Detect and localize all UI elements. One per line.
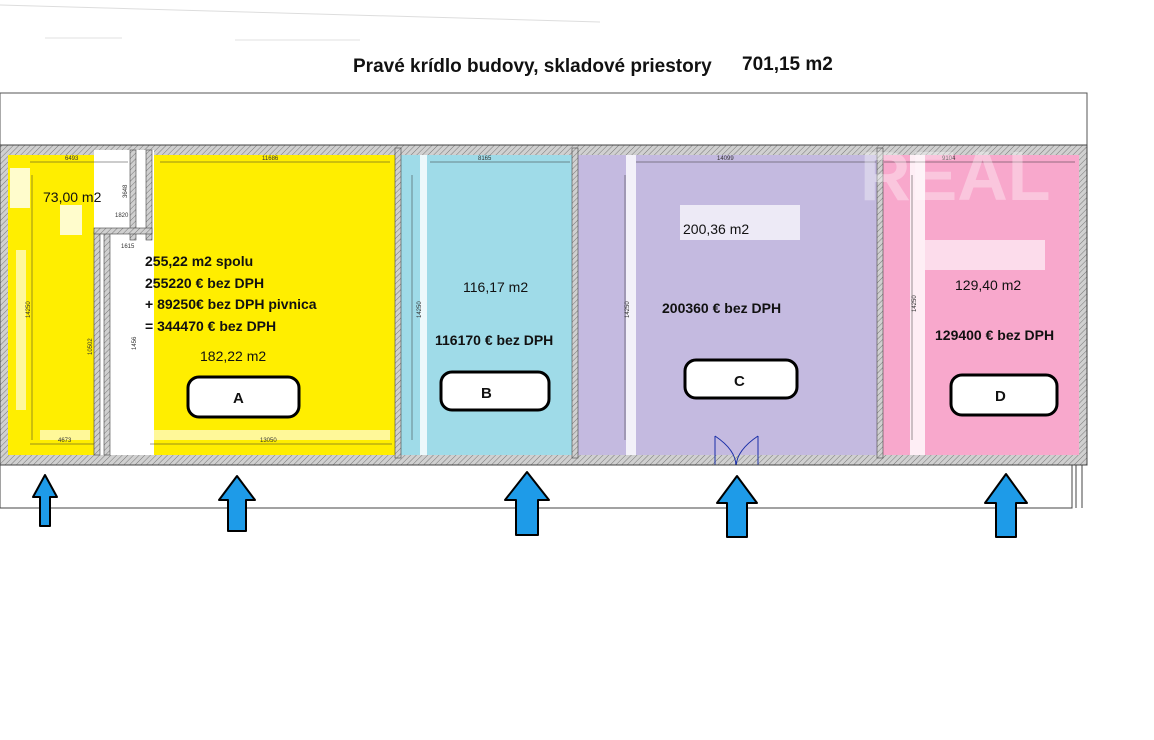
unit-a-speckle (150, 430, 390, 440)
dim-a-inner-height: 10502 (88, 338, 94, 355)
unit-a-total-line-2: 255220 € bez DPH (145, 275, 264, 291)
dim-a-bottom-left: 4673 (58, 438, 72, 444)
unit-d-area: 129,40 m2 (955, 277, 1021, 293)
wall-c-d (876, 147, 884, 459)
dim-corridor-h: 3648 (123, 184, 129, 198)
unit-c-price: 200360 € bez DPH (662, 300, 781, 316)
entrance-arrow-a (218, 475, 256, 532)
corridor-wall (93, 227, 153, 235)
roof-outline (0, 92, 1088, 148)
unit-c-speckle (680, 205, 800, 240)
entrance-arrow-d (984, 473, 1028, 538)
dim-a-bottom-right: 13050 (260, 438, 277, 444)
dim-d-width: 9104 (942, 156, 956, 162)
dim-corridor-w2: 1615 (121, 244, 135, 250)
unit-b-label: B (481, 385, 492, 402)
unit-a-speckle (60, 205, 82, 235)
watermark: REAL (860, 137, 1051, 215)
corridor-wall (103, 231, 111, 456)
unit-c-label-box[interactable] (683, 358, 799, 400)
unit-c-label: C (734, 373, 745, 390)
unit-d-divider (910, 155, 925, 455)
unit-a-total-line-1: 255,22 m2 spolu (145, 253, 253, 269)
unit-b-divider (420, 155, 427, 455)
dimension-lines (30, 161, 1075, 445)
corridor-wall (93, 231, 101, 456)
dim-a-left-width: 6493 (65, 156, 79, 162)
unit-d-price: 129400 € bez DPH (935, 327, 1054, 343)
unit-b-price: 116170 € bez DPH (435, 332, 553, 348)
entrance-arrow-a-left (32, 474, 58, 527)
unit-c-divider (626, 155, 636, 455)
unit-d-speckle (925, 240, 1045, 270)
dim-b-width: 8165 (478, 156, 492, 162)
decor-line (0, 4, 601, 23)
dim-c-width: 14099 (717, 156, 734, 162)
dim-a-right-width: 11686 (262, 156, 279, 162)
dim-a-height: 14250 (26, 301, 32, 318)
unit-a-label-box[interactable] (186, 375, 301, 419)
wall-b-c (571, 147, 579, 459)
entrance-arrow-c (716, 475, 758, 538)
unit-d-label: D (995, 388, 1006, 405)
unit-a-area-large: 182,22 m2 (200, 348, 266, 364)
dim-c-height: 14250 (625, 301, 631, 318)
unit-a-label: A (233, 390, 244, 407)
corridor-wall (129, 149, 137, 241)
unit-d-label-box[interactable] (949, 373, 1059, 417)
dim-b-height: 14250 (417, 301, 423, 318)
plan-title: Pravé krídlo budovy, skladové priestory (353, 56, 712, 77)
total-area: 701,15 m2 (742, 54, 833, 75)
corridor-wall (145, 149, 153, 241)
unit-a-speckle (16, 250, 26, 410)
entrance-arrow-b (504, 471, 550, 536)
unit-a-total-line-3: + 89250€ bez DPH pivnica (145, 296, 317, 312)
unit-a-speckle (40, 430, 90, 440)
dim-corridor-w: 1820 (115, 213, 129, 219)
wall-a-b (394, 147, 402, 459)
unit-b-label-box[interactable] (439, 370, 551, 412)
unit-a-speckle (10, 168, 30, 208)
unit-c-area: 200,36 m2 (683, 221, 749, 237)
dim-d-height: 14250 (912, 295, 918, 312)
dim-a-mid-height: 1456 (132, 336, 138, 350)
unit-a-area-small: 73,00 m2 (43, 189, 102, 205)
unit-a-total-line-4: = 344470 € bez DPH (145, 318, 276, 334)
unit-b-area: 116,17 m2 (463, 279, 528, 295)
